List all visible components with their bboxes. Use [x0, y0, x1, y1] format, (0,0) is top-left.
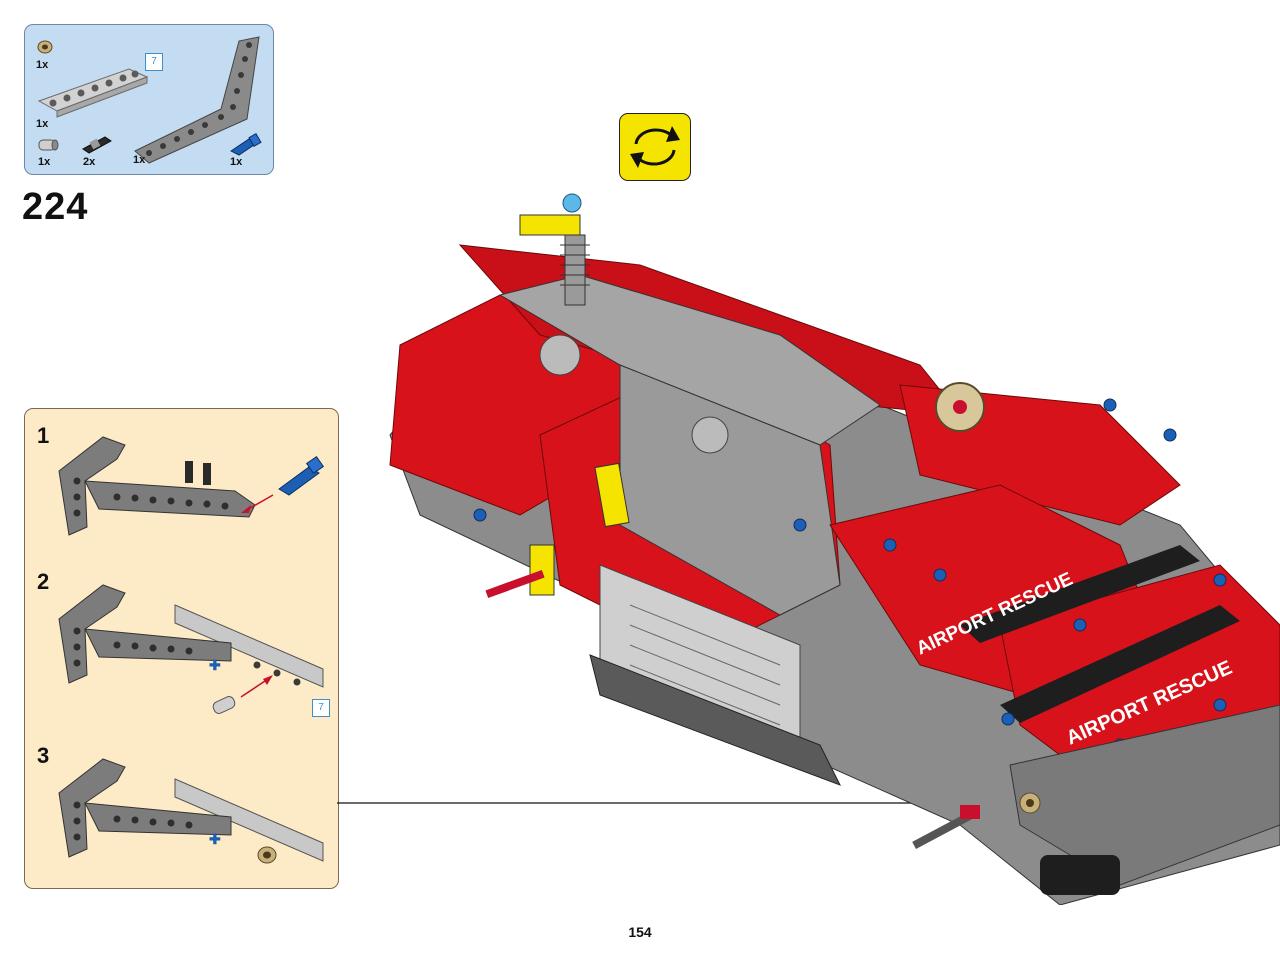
gear-gray-icon: [539, 334, 729, 454]
yellow-beam-icon: [529, 544, 555, 596]
axle-pin-blue-icon: [278, 455, 325, 496]
length-tag: 7: [145, 53, 163, 71]
arrow-head-icon: [241, 505, 251, 513]
svg-text:✚: ✚: [209, 831, 221, 847]
qty-label: 1x: [133, 154, 146, 166]
sub-assembly-drawing: ✚ ✚: [58, 436, 325, 864]
angled-beam-dark-gray-icon: [58, 436, 256, 536]
qty-label: 1x: [38, 156, 51, 168]
beam-7-light-gray-icon: [37, 68, 149, 118]
connector-light-gray-icon: [212, 696, 236, 714]
step-number: 224: [22, 186, 89, 228]
sub-step-number: 3: [37, 743, 50, 768]
angled-beam-dark-gray-icon: ✚: [58, 584, 232, 684]
bush-tan-icon: [1019, 792, 1041, 814]
red-axle-icon: [485, 569, 980, 849]
gear-tan-icon: [935, 382, 985, 432]
shock-absorber-icon: [560, 193, 590, 306]
rotate-model-icon: [619, 113, 691, 181]
qty-label: 1x: [230, 156, 243, 168]
svg-text:✚: ✚: [209, 657, 221, 673]
yellow-beam-icon: [594, 462, 630, 528]
bush-tan-icon: [37, 40, 53, 54]
wheel-icon: [1040, 855, 1120, 895]
arrow-head-icon: [263, 675, 273, 685]
sub-step-number: 2: [37, 569, 50, 594]
page-number: 154: [628, 924, 652, 940]
parts-list-drawing: [37, 36, 262, 164]
sub-assembly-box: 1 2 3 7: [24, 408, 339, 889]
qty-label: 1x: [36, 59, 49, 71]
parts-list-box: 1x 7 1x 1x 2x 1x 1x: [24, 24, 274, 175]
rotate-arrows-icon: [630, 126, 680, 168]
bush-tan-icon: [257, 846, 277, 864]
length-tag: 7: [312, 699, 330, 717]
connector-light-gray-icon: [38, 139, 59, 151]
yellow-beam-icon: [519, 214, 581, 236]
axle-pin-blue-icon: [230, 132, 262, 156]
qty-label: 2x: [83, 156, 96, 168]
angled-beam-dark-gray-icon: [134, 36, 260, 164]
pin-black-icon: [185, 461, 211, 485]
sub-step-number: 1: [37, 423, 50, 448]
angled-beam-dark-gray-icon: ✚: [58, 758, 232, 858]
beam-7-light-gray-icon: [174, 604, 324, 688]
main-model-drawing: AIRPORT RESCUE AIRPORT RESCUE: [389, 193, 1280, 905]
pin-black-icon: [82, 136, 112, 154]
qty-label: 1x: [36, 118, 49, 130]
beam-7-light-gray-icon: [174, 778, 324, 862]
